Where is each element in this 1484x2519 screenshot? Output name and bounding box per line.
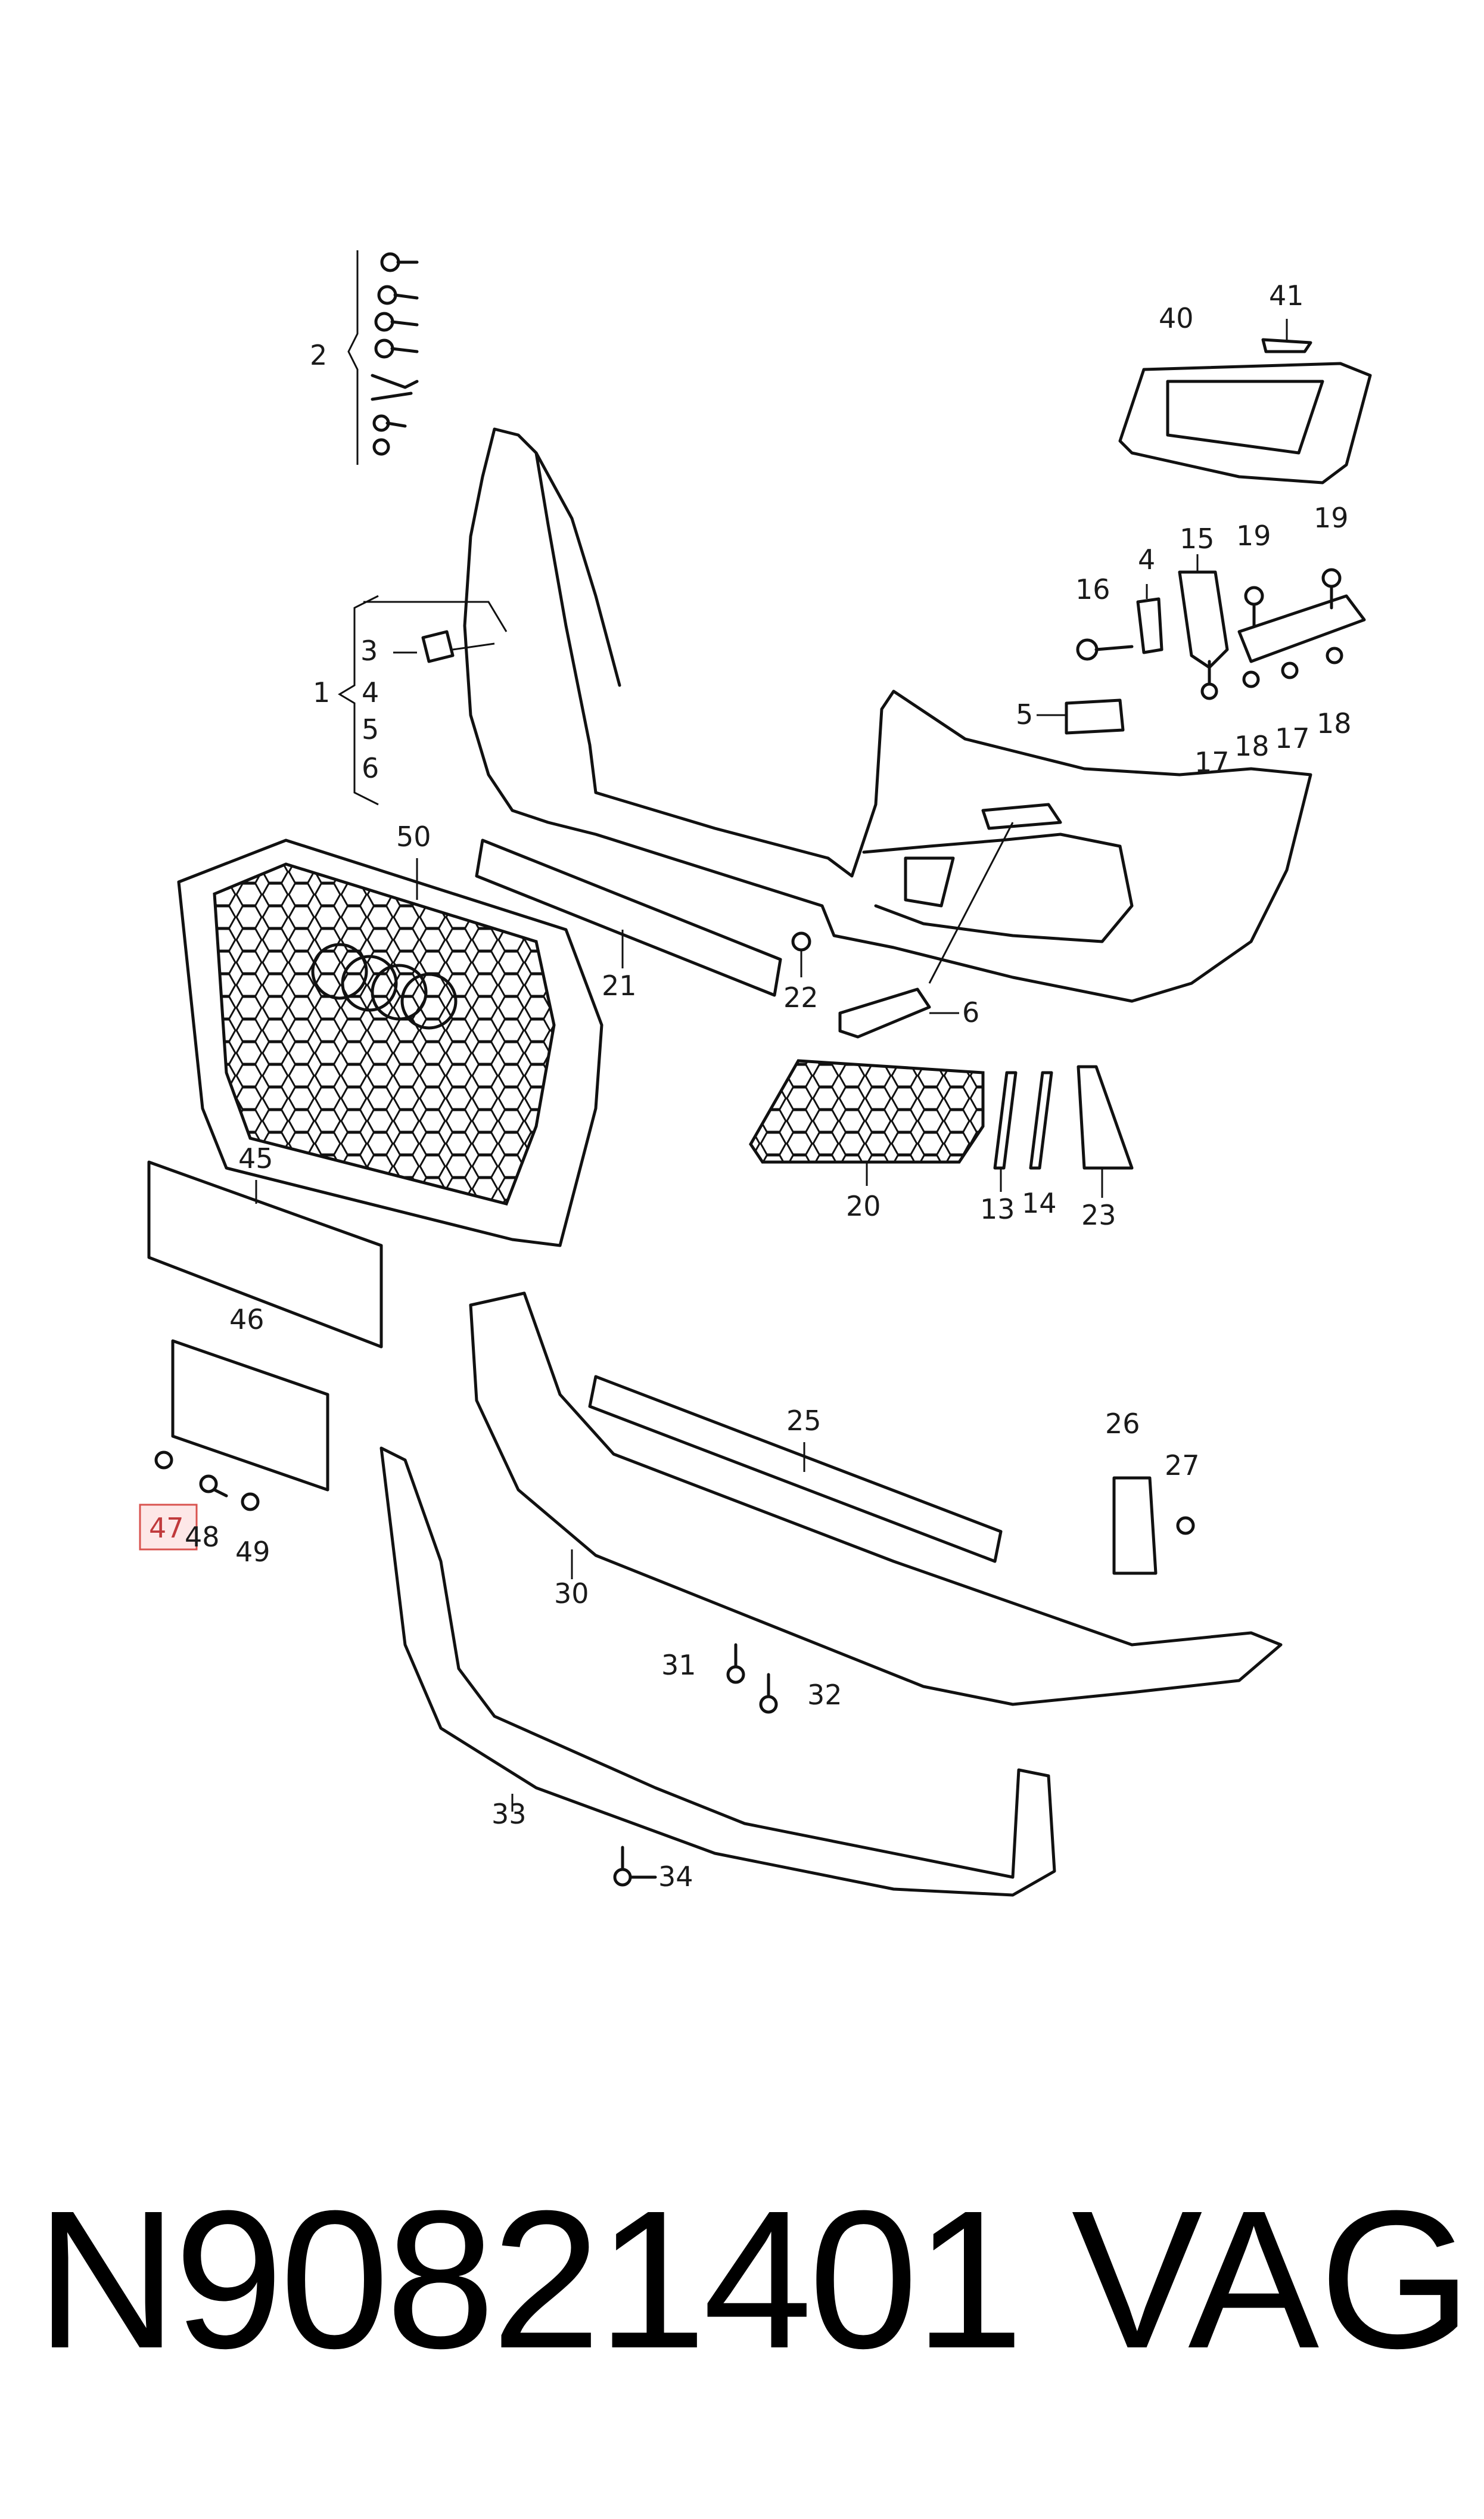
part-22-screw <box>791 931 811 977</box>
part-30-deflector <box>469 1291 1283 1706</box>
callout-49: 49 <box>235 1536 270 1568</box>
callout-21: 21 <box>602 970 637 1002</box>
part-25-rail <box>588 1375 1003 1563</box>
callout-23: 23 <box>1081 1199 1116 1231</box>
callout-47: 47 <box>149 1512 184 1544</box>
callout-2: 2 <box>310 339 327 371</box>
part-13-strip <box>993 1071 1018 1192</box>
callout-1: 1 <box>313 676 330 709</box>
callout-18b: 18 <box>1317 707 1352 740</box>
exploded-parts-diagram: 2 3 1 4 5 6 40 41 15 4 16 19 19 5 17 18 … <box>139 250 1372 1897</box>
callout-19b: 19 <box>1314 502 1349 534</box>
callout-25: 25 <box>786 1405 822 1437</box>
callout-4b: 4 <box>1138 543 1155 576</box>
callout-46: 46 <box>229 1303 265 1335</box>
part-45-plate <box>147 1160 383 1349</box>
callout-45: 45 <box>238 1142 273 1175</box>
part-5-cover <box>1037 698 1125 735</box>
callout-16: 16 <box>1075 573 1110 605</box>
callout-27: 27 <box>1165 1449 1200 1481</box>
bumper-cover <box>463 427 1312 1003</box>
callout-15: 15 <box>1180 523 1215 555</box>
part-4-clip <box>1136 584 1163 654</box>
part-40-frame <box>1118 362 1372 484</box>
callout-33: 33 <box>491 1798 527 1830</box>
part-15-bracket <box>1178 554 1229 669</box>
part-46-bracket <box>171 1339 329 1492</box>
part-33-spoiler <box>379 1446 1056 1897</box>
callout-18a: 18 <box>1234 730 1270 762</box>
part-14-strip <box>1029 1071 1053 1170</box>
callout-22: 22 <box>783 981 819 1014</box>
callout-17b: 17 <box>1275 722 1310 754</box>
callout-14: 14 <box>1022 1187 1057 1219</box>
callout-30: 30 <box>554 1577 589 1610</box>
footer: N90821401 VAG <box>0 2181 1484 2419</box>
screws-47-49 <box>154 1450 260 1511</box>
callout-40: 40 <box>1159 302 1194 334</box>
part-26-bracket <box>1112 1476 1158 1575</box>
fastener-set-2 <box>347 250 419 465</box>
callout-4a: 4 <box>362 676 379 709</box>
callout-6b: 6 <box>962 996 979 1029</box>
screws-31-32 <box>726 1643 778 1714</box>
brand-label: VAG <box>1071 2169 1472 2389</box>
highlight-box <box>139 1504 198 1551</box>
part-50-grille <box>177 838 603 1247</box>
callout-20: 20 <box>846 1190 881 1222</box>
callout-5b: 5 <box>1016 698 1033 731</box>
part-18-bracket <box>1237 594 1366 663</box>
callout-31: 31 <box>661 1649 696 1681</box>
callout-17a: 17 <box>1194 746 1230 778</box>
part-41-clip <box>1261 319 1312 353</box>
bumper-set-1-bracket <box>338 595 508 806</box>
callout-5a: 5 <box>362 713 379 746</box>
callout-13: 13 <box>980 1193 1015 1225</box>
part-6-cap <box>838 822 1014 1039</box>
callout-41: 41 <box>1269 279 1304 312</box>
part-number: N90821401 <box>36 2169 1024 2389</box>
callout-32: 32 <box>807 1679 842 1711</box>
part-16-screw <box>1076 638 1134 661</box>
part-20-insert <box>749 1059 985 1186</box>
callout-50: 50 <box>396 821 431 853</box>
part-23-trim <box>1077 1065 1134 1198</box>
fasteners-17-19 <box>1200 568 1343 700</box>
part-21-strip <box>475 838 782 997</box>
part-34-screw <box>613 1846 657 1887</box>
callout-3: 3 <box>360 635 378 667</box>
callout-6a: 6 <box>362 752 379 784</box>
callout-26: 26 <box>1105 1408 1140 1440</box>
callout-19a: 19 <box>1236 520 1271 552</box>
part-27-screw <box>1176 1516 1195 1535</box>
callout-34: 34 <box>658 1860 693 1893</box>
callout-48: 48 <box>185 1521 220 1553</box>
